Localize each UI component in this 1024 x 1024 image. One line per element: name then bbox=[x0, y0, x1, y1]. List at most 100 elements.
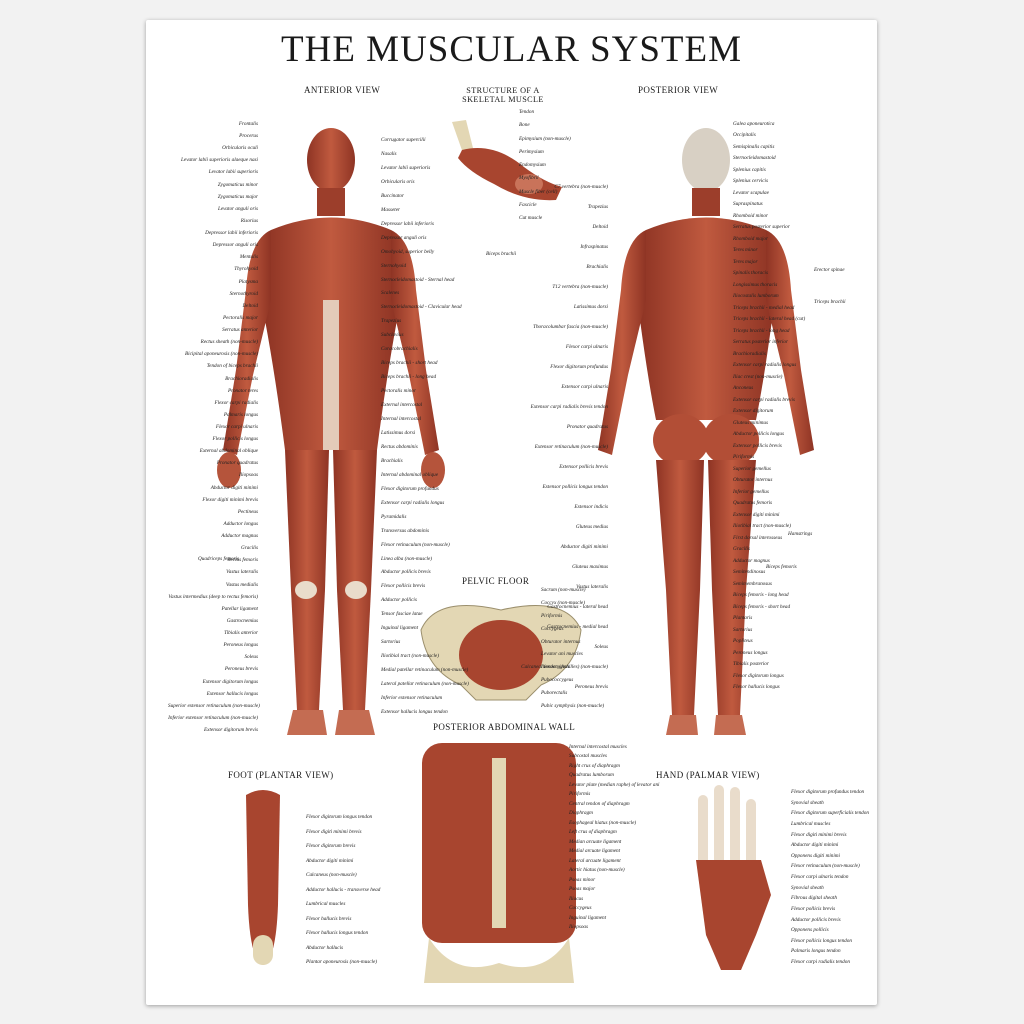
anterior-left-label: Bicipital aponeurosis (non-muscle) bbox=[185, 351, 258, 358]
anterior-left-label: Sternothyroid bbox=[229, 290, 258, 297]
fascicle-bundle bbox=[515, 174, 543, 194]
posterior-right-label: Semimembranosus bbox=[733, 580, 772, 587]
posterior-right-label: Triceps brachii - long head bbox=[733, 327, 790, 334]
pelvic-label: Coccygeus bbox=[541, 625, 564, 632]
abdominal-label: Iliacus bbox=[569, 895, 584, 902]
foot-label: Abductor digiti minimi bbox=[306, 857, 354, 864]
posterior-right-label: Gracilis bbox=[733, 546, 751, 553]
anterior-left-label: Pectineus bbox=[237, 508, 258, 515]
anterior-left-label: Levator labii superioris bbox=[208, 169, 258, 176]
posterior-right-label: Serratus posterior inferior bbox=[733, 339, 789, 346]
posterior-left-label: Trapezius bbox=[587, 204, 608, 210]
anterior-left-label: Depressor labii inferioris bbox=[205, 230, 258, 237]
anterior-right-label: Nasalis bbox=[381, 150, 397, 157]
abdominal-label: Inguinal ligament bbox=[569, 914, 607, 921]
hand-label: Lumbrical muscles bbox=[791, 820, 831, 827]
anterior-left-label: Flexor digiti minimi brevis bbox=[202, 496, 258, 503]
abdominal-label: Right crus of diaphragm bbox=[569, 762, 620, 769]
hand-label: Flexor digitorum superficialis tendon bbox=[791, 810, 869, 817]
abdominal-label: Left crus of diaphragm bbox=[569, 829, 617, 836]
pelvic-label: Levator ani muscles bbox=[541, 651, 583, 658]
anterior-right-label: Latissimus dorsi bbox=[381, 429, 416, 436]
anterior-right-label: Levator labii superioris bbox=[381, 164, 431, 171]
anterior-right-label: Lateral patellar retinaculum (non-muscle… bbox=[381, 681, 469, 688]
hand-label: Fibrous digital sheath bbox=[791, 895, 837, 902]
anterior-right-patella bbox=[345, 581, 367, 599]
pelvic-label: Pubococcygeus bbox=[541, 677, 574, 684]
foot-label: Flexor digiti minimi brevis bbox=[306, 828, 362, 835]
anterior-left-label: Orbicularis oculi bbox=[222, 145, 258, 152]
posterior-right-label: Quadratus femoris bbox=[733, 500, 773, 507]
posterior-right-label: Triceps brachii - medial head bbox=[733, 304, 795, 311]
hand-label: Flexor carpi radialis tendon bbox=[791, 959, 850, 965]
hand-figure bbox=[696, 785, 771, 970]
posterior-left-label: Peroneus brevis bbox=[574, 684, 608, 690]
finger-2 bbox=[714, 785, 724, 865]
foot-label: Flexor hallucis longus tendon bbox=[306, 930, 369, 936]
foot-label: Flexor digitorum brevis bbox=[306, 843, 356, 849]
structure-heading-line1: STRUCTURE OF A bbox=[466, 86, 540, 95]
anterior-left-label: Rectus sheath (non-muscle) bbox=[200, 339, 258, 346]
pelvic-label: Obturator internus bbox=[541, 638, 581, 645]
pelvic-label: Sacrum (non-muscle) bbox=[541, 587, 586, 593]
anterior-left-label: Flexor carpi ulnaris bbox=[215, 424, 258, 430]
anterior-left-label: Gracilis bbox=[240, 545, 258, 552]
posterior-right-label: Splenius capitis bbox=[733, 166, 766, 173]
structure-heading-line2: SKELETAL MUSCLE bbox=[462, 95, 544, 104]
posterior-left-label: T12 vertebra (non-muscle) bbox=[552, 284, 608, 290]
anterior-right-label: Inguinal ligament bbox=[381, 625, 419, 632]
posterior-left-label: Extensor pollicis brevis bbox=[559, 464, 608, 470]
hand-label: Flexor carpi ulnaris tendon bbox=[791, 874, 849, 880]
finger-3 bbox=[730, 787, 740, 865]
posterior-right-label: First dorsal interosseus bbox=[733, 534, 783, 541]
anterior-left-label: Frontalis bbox=[238, 121, 258, 127]
posterior-left-label: Deltoid bbox=[592, 224, 608, 230]
anterior-right-label: Brachialis bbox=[381, 457, 403, 464]
anterior-left-label: Abductor digiti minimi bbox=[210, 484, 258, 491]
posterior-right-label: Iliocostalis lumborum bbox=[733, 293, 779, 300]
hand-label: Flexor pollicis brevis bbox=[791, 905, 836, 912]
anterior-left-label: Procerus bbox=[239, 133, 258, 140]
posterior-right-label: Iliac crest (non-muscle) bbox=[733, 373, 783, 380]
posterior-left-label: Extensor retinaculum (non-muscle) bbox=[534, 444, 608, 450]
anterior-right-label: Flexor pollicis brevis bbox=[381, 583, 426, 590]
posterior-right-label: Extensor carpi radialis longus bbox=[733, 362, 797, 369]
posterior-left-label: Vastus lateralis bbox=[576, 584, 608, 590]
anterior-left-hand bbox=[217, 452, 241, 488]
foot-label: Lumbrical muscles bbox=[306, 901, 346, 907]
structure-label: Myofibril bbox=[519, 175, 539, 182]
anterior-left-leg bbox=[285, 450, 329, 710]
anterior-head bbox=[307, 128, 355, 192]
anterior-left-label: Inferior extensor retinaculum (non-muscl… bbox=[168, 714, 258, 721]
anterior-right-label: Transversus abdominis bbox=[381, 527, 429, 534]
foot-label: Flexor digitorum longus tendon bbox=[306, 814, 373, 820]
anterior-left-label: Extensor digitorum brevis bbox=[204, 727, 258, 733]
anterior-left-label: Vastus lateralis bbox=[226, 569, 258, 576]
anterior-left-label: External abdominal oblique bbox=[199, 448, 258, 455]
anterior-left-label: Gastrocnemius bbox=[226, 617, 258, 624]
anterior-right-label: Scalenes bbox=[381, 290, 400, 297]
posterior-right-label: Triceps brachii - lateral head (cut) bbox=[733, 316, 806, 323]
abdominal-label: Median arcuate ligament bbox=[569, 838, 622, 845]
posterior-left-label: Flexor digitorum profundus bbox=[550, 364, 608, 370]
linea-alba bbox=[323, 300, 339, 450]
poster-title: THE MUSCULAR SYSTEM bbox=[281, 29, 742, 70]
posterior-group-label: Triceps brachii bbox=[814, 299, 846, 305]
posterior-left-label: Soleus bbox=[594, 644, 608, 650]
posterior-right-leg bbox=[708, 460, 756, 715]
posterior-right-label: Tibialis posterior bbox=[733, 661, 769, 668]
anterior-right-label: Pyramidalis bbox=[381, 513, 407, 520]
left-gluteus bbox=[653, 414, 709, 466]
anterior-right-label: Extensor carpi radialis longus bbox=[381, 499, 445, 506]
posterior-left-label: Flexor carpi ulnaris bbox=[565, 344, 608, 350]
anterior-left-label: Extensor digitorum longus bbox=[202, 678, 258, 685]
posterior-right-label: Semispinalis capitis bbox=[733, 143, 775, 150]
posterior-right-label: Extensor digiti minimi bbox=[733, 511, 780, 518]
posterior-left-label: Extensor carpi radialis brevis tendon bbox=[530, 404, 608, 410]
foot-figure bbox=[246, 790, 280, 965]
anterior-right-label: Masseter bbox=[381, 206, 401, 213]
posterior-right-label: Longissimus thoracis bbox=[733, 281, 778, 288]
anterior-left-label: Vastus intermedius (deep to rectus femor… bbox=[168, 593, 258, 600]
posterior-right-label: Spinalis thoracis bbox=[733, 270, 769, 277]
foot-label: Flexor hallucis brevis bbox=[306, 915, 352, 922]
